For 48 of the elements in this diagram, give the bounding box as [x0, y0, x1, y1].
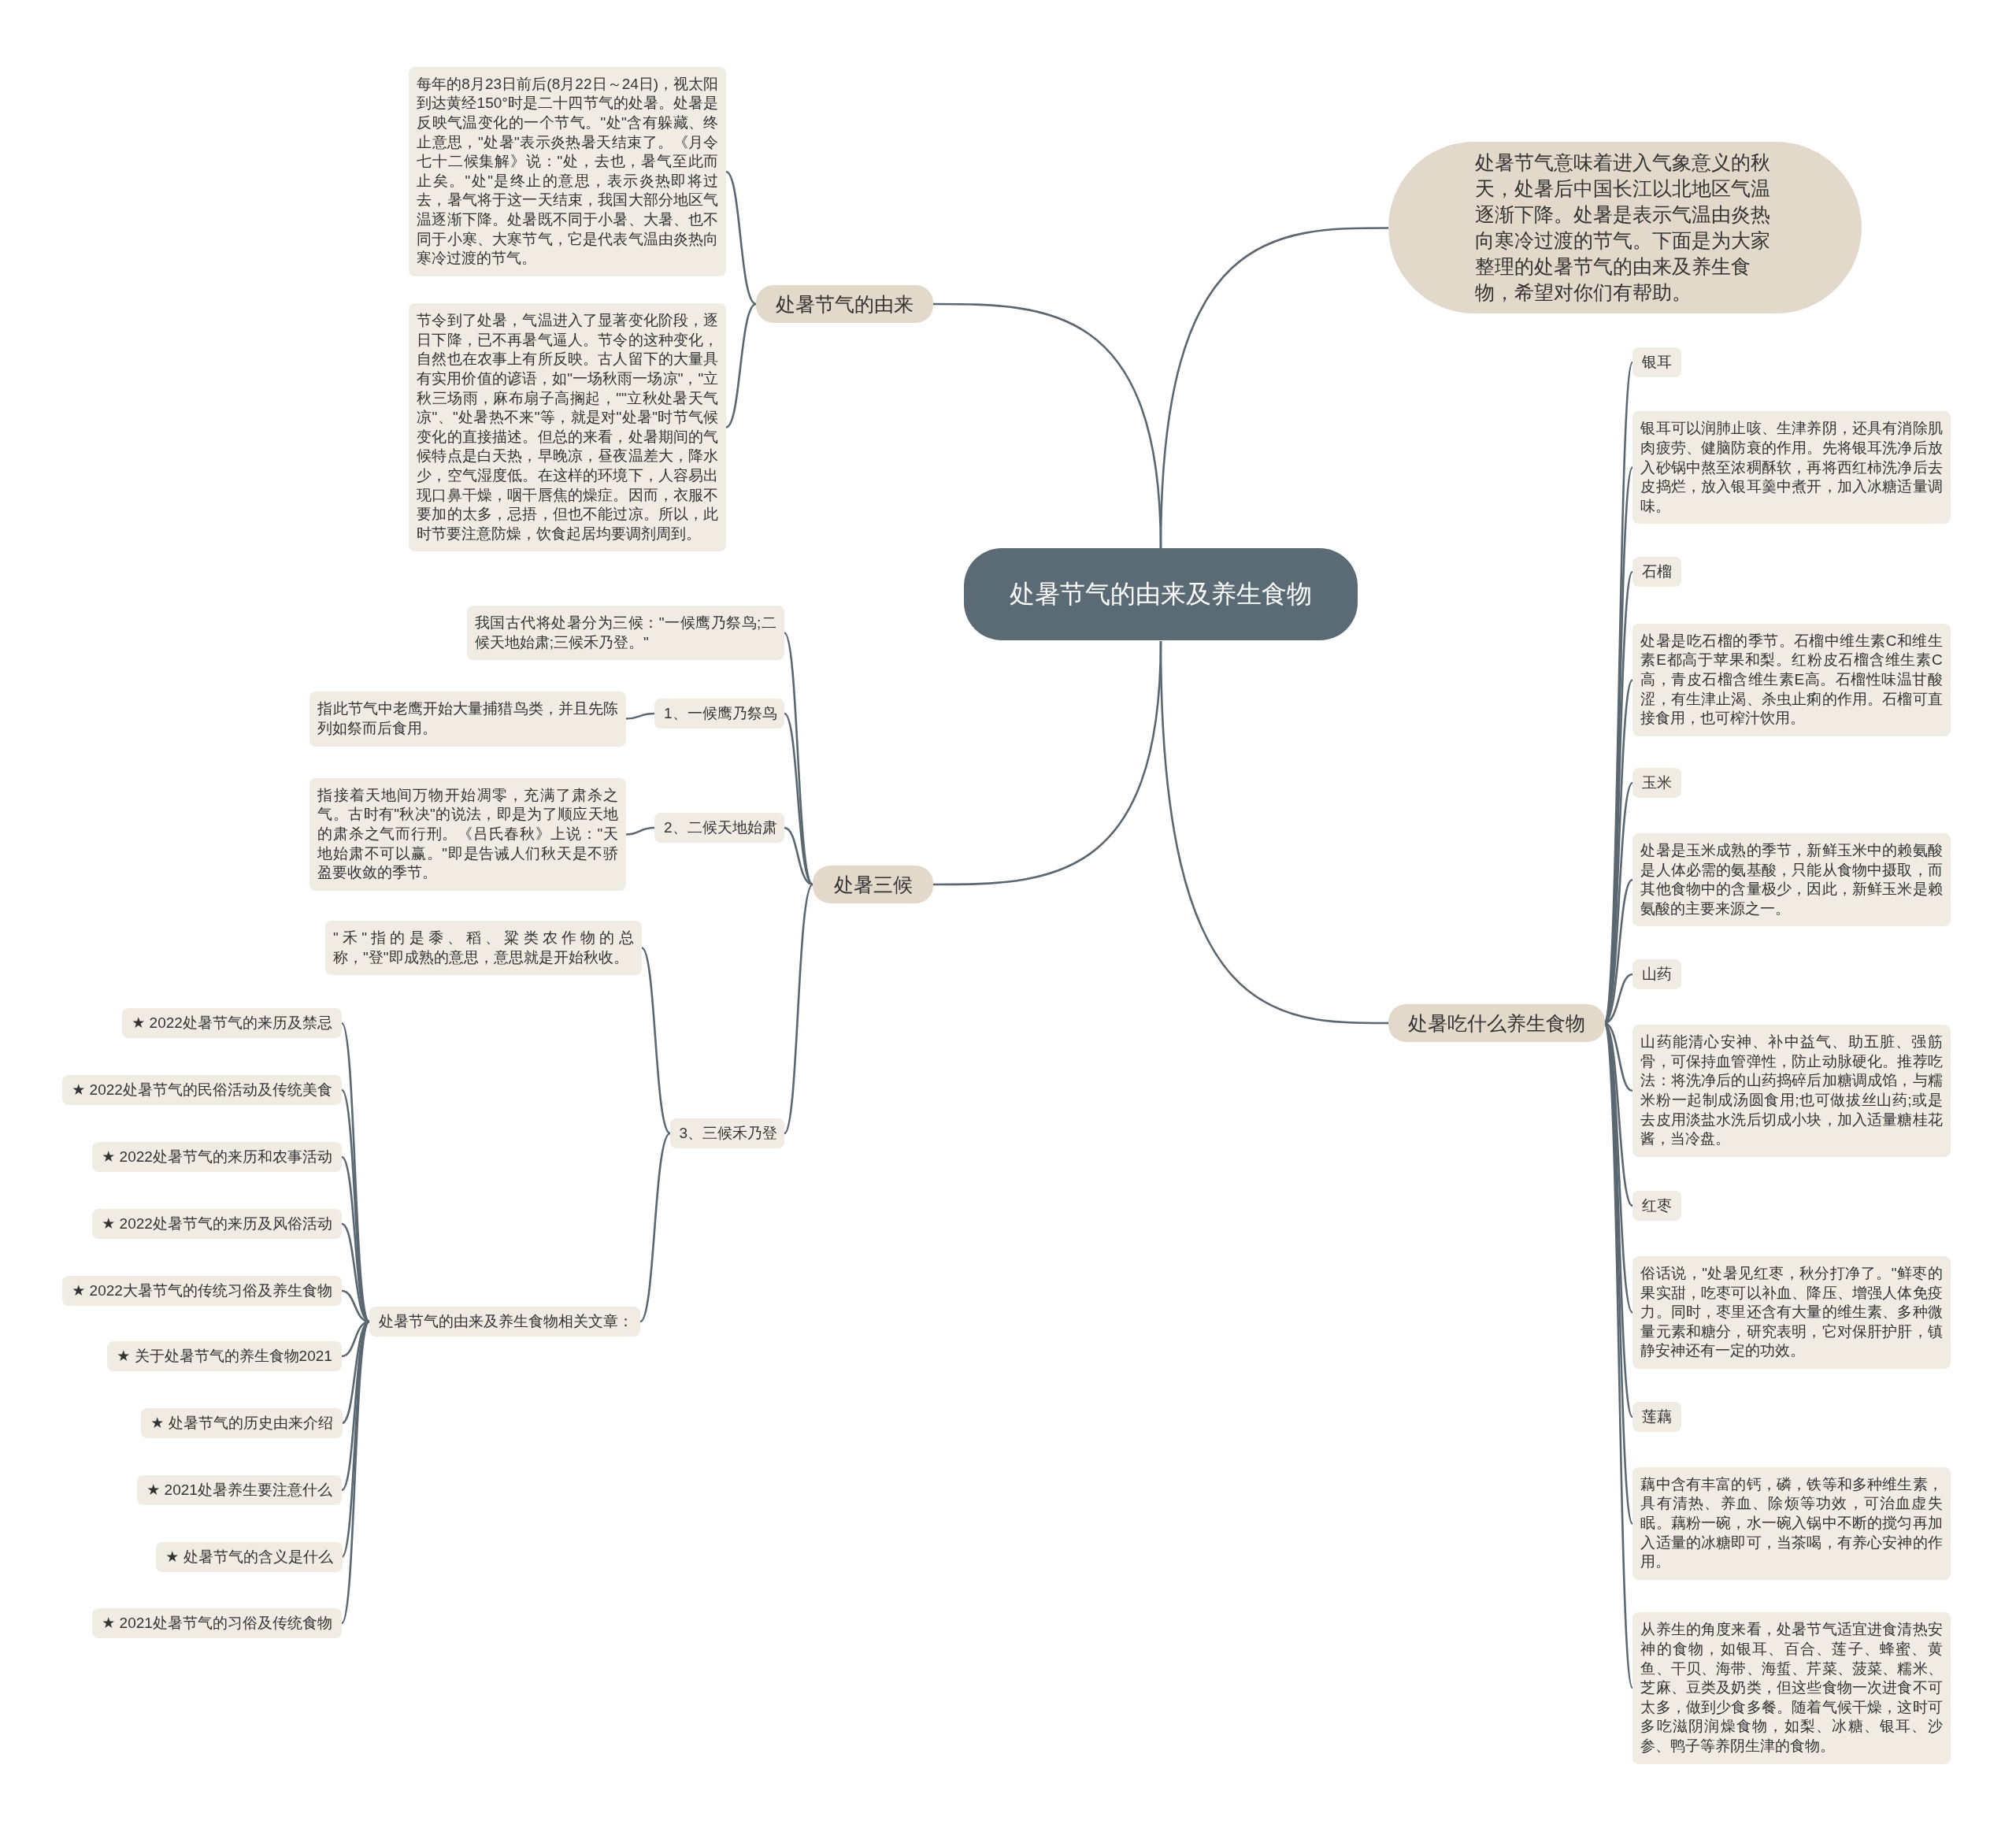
note-box: 每年的8月23日前后(8月22日～24日)，视太阳到达黄经150°时是二十四节气的处暑。处暑是反映气温变化的一个节气。"处"含有躲藏、终止意思，"处暑"表示炎热暑天结束了。《月令七十二候集解》说："处，去也，暑气至此而止矣。"处"是终止的意思，表示炎热即将过去，暑气将于这一天结束，我国大部分地区气温逐渐下降。处暑既不同于小暑、大暑、也不同于小寒、大寒节气，它是代表气温由炎热向寒冷过渡的节气。 [409, 66, 727, 276]
subtopic-box: 1、一候鹰乃祭鸟 [654, 698, 784, 729]
connector [625, 712, 655, 720]
note-box: 处暑是吃石榴的季节。石榴中维生素C和维生素E都高于苹果和梨。红粉皮石榴含维生素C高，青皮石榴含维生素E高。石榴性味温甘酸涩，有生津止渴、杀虫止痢的作用。石榴可直接食用，也可榨汁饮用。 [1632, 623, 1951, 736]
intro-bubble: 处暑节气意味着进入气象意义的秋天，处暑后中国长江以北地区气温逐渐下降。处暑是表示气温由炎热向寒冷过渡的节气。下面是为大家整理的处暑节气的由来及养生食物，希望对你们有帮助。 [1388, 141, 1862, 314]
subtopic-box: 玉米 [1632, 767, 1682, 798]
subtopic-box: ★ 2022处暑节气的来历及风俗活动 [92, 1208, 342, 1239]
connector [641, 947, 671, 1134]
connector [725, 170, 757, 306]
note-box: 节令到了处暑，气温进入了显著变化阶段，逐日下降，已不再暑气逼人。节令的这种变化，自然也在农事上有所反映。古人留下的大量具有实用价值的谚语，如"一场秋雨一场凉"，"立秋三场雨，麻布扇子高搁起，""立秋处暑天气凉"、"处暑热不来"等，就是对"处暑"时节气候变化的直接描述。但总的来看，处暑期间的气候特点是白天热，早晚凉，昼夜温差大，降水少，空气湿度低。在这样的环境下，人容易出现口鼻干燥，咽干唇焦的燥症。因而，衣服不要加的太多，忌捂，但也不能过凉。所以，此时节要注意防燥，饮食起居均要调剂周到。 [409, 303, 727, 552]
topic-box: 处暑吃什么养生食物 [1388, 1004, 1605, 1043]
connector [784, 826, 813, 886]
subtopic-box: ★ 2022处暑节气的来历及禁忌 [122, 1008, 342, 1038]
subtopic-box: 红枣 [1632, 1190, 1682, 1221]
topic-box: 处暑节气的由来 [756, 285, 934, 324]
note-box: 山药能清心安神、补中益气、助五脏、强筋骨，可保持血管弹性，防止动脉硬化。推荐吃法：将洗净后的山药捣碎后加糖调成馅，与糯米粉一起制成汤圆食用;也可做拔丝山药;或是去皮用淡盐水洗后切成小块，加入适量糖桂花酱，当冷盘。 [1632, 1025, 1951, 1157]
subtopic-box: ★ 处暑节气的历史由来介绍 [141, 1407, 343, 1438]
subtopic-box: ★ 2022处暑节气的民俗活动及传统美食 [62, 1074, 342, 1105]
subtopic-box: 山药 [1632, 958, 1682, 989]
connector [625, 826, 655, 836]
topic-box: 处暑三候 [812, 865, 934, 903]
subtopic-box: 银耳 [1632, 347, 1682, 377]
subtopic-box: ★ 关于处暑节气的养生食物2021 [107, 1340, 342, 1371]
note-box: 指此节气中老鹰开始大量捕猎鸟类，并且先陈列如祭而后食用。 [309, 692, 627, 747]
connector [639, 1133, 671, 1322]
central-topic: 处暑节气的由来及养生食物 [964, 547, 1358, 641]
subtopic-box: ★ 处暑节气的含义是什么 [156, 1541, 343, 1572]
subtopic-box: 2、二候天地始肃 [654, 812, 784, 843]
note-box: "禾"指的是黍、稻、粱类农作物的总称，"登"即成熟的意思，意思就是开始秋收。 [325, 920, 642, 976]
note-box: 俗话说，"处暑见红枣，秋分打净了。"鲜枣的果实甜，吃枣可以补血、降压、增强人体免疫力。同时，枣里还含有大量的维生素、多种微量元素和糖分，研究表明，它对保肝护肝，镇静安神还有一定的功效。 [1632, 1256, 1951, 1370]
note-box: 我国古代将处暑分为三候："一候鹰乃祭鸟;二候天地始肃;三候禾乃登。" [466, 605, 784, 661]
subtopic-box: 石榴 [1632, 556, 1682, 587]
connector [933, 302, 1162, 549]
subtopic-box: 3、三候禾乃登 [669, 1118, 784, 1149]
subtopic-box: 莲藕 [1632, 1401, 1682, 1432]
connector [725, 302, 757, 428]
note-box: 藕中含有丰富的钙，磷，铁等和多种维生素，具有清热、养血、除烦等功效，可治血虚失眠。藕粉一碗，水一碗入锅中不断的搅匀再加入适量的冰糖即可，当茶喝，有养心安神的作用。 [1632, 1466, 1951, 1580]
subtopic-box: ★ 2022处暑节气的来历和农事活动 [92, 1141, 342, 1172]
note-box: 从养生的角度来看，处暑节气适宜进食清热安神的食物，如银耳、百合、莲子、蜂蜜、黄鱼、干贝、海带、海蜇、芹菜、菠菜、糯米、芝麻、豆类及奶类，但这些食物一次进食不可太多，做到少食多餐。随着气候干燥，这时可多吃滋阴润燥食物，如梨、冰糖、银耳、沙参、鸭子等养阴生津的食物。 [1632, 1612, 1951, 1764]
subtopic-box: ★ 2022大暑节气的传统习俗及养生食物 [62, 1275, 342, 1306]
note-box: 指接着天地间万物开始凋零，充满了肃杀之气。古时有"秋决"的说法，即是为了顺应天地的肃杀之气而行刑。《吕氏春秋》上说："天地始肃不可以赢。"即是告诫人们秋天是不骄盈要收敛的季节。 [309, 777, 627, 891]
subtopic-box: ★ 2021处暑养生要注意什么 [137, 1474, 342, 1505]
subtopic-box: 处暑节气的由来及养生食物相关文章： [369, 1306, 641, 1337]
connector [784, 713, 813, 885]
note-box: 银耳可以润肺止咳、生津养阴，还具有消除肌肉疲劳、健脑防衰的作用。先将银耳洗净后放入砂锅中熬至浓稠酥软，再将西红柿洗净后去皮捣烂，放入银耳羹中煮开，加入冰糖适量调味。 [1632, 411, 1951, 525]
connector [1159, 640, 1388, 1025]
note-box: 处暑是玉米成熟的季节，新鲜玉米中的赖氨酸是人体必需的氨基酸，只能从食物中摄取，而其他食物中的含量极少，因此，新鲜玉米是赖氨酸的主要来源之一。 [1632, 832, 1951, 927]
subtopic-box: ★ 2021处暑节气的习俗及传统食物 [92, 1608, 342, 1639]
